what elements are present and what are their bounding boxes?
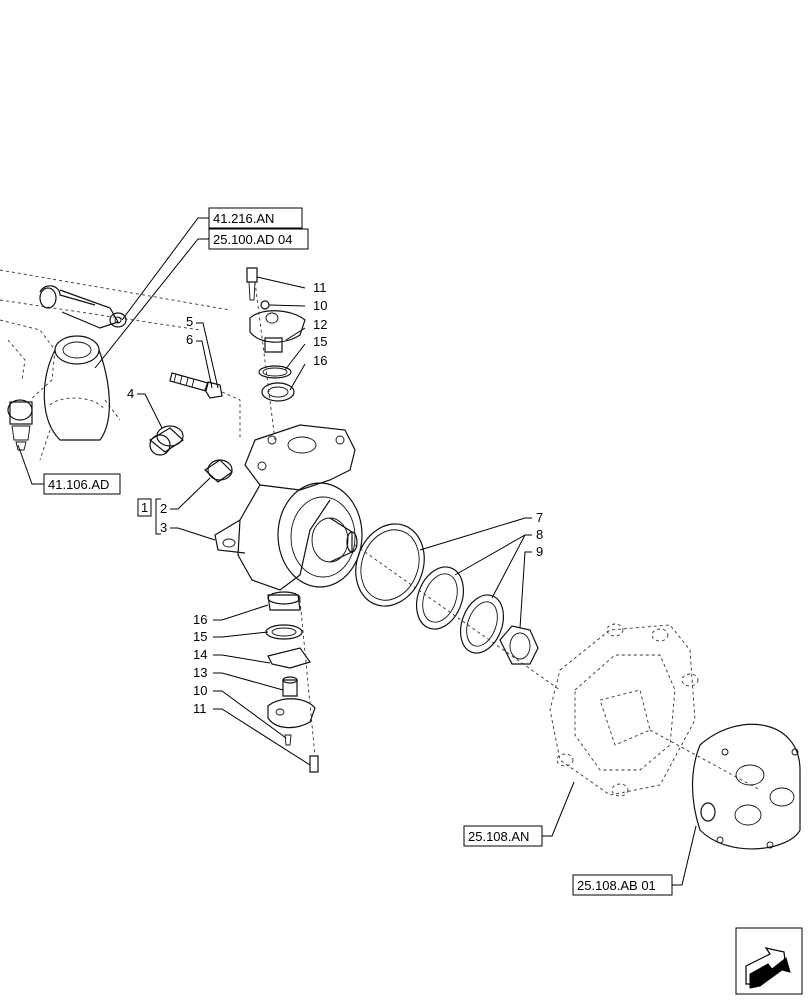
callout-number: 13 — [193, 665, 207, 680]
callout-number: 15 — [193, 629, 207, 644]
callout-1-2-3: 1 2 3 — [137, 477, 216, 541]
reference-box-25-108-an[interactable]: 25.108.AN — [463, 825, 543, 847]
callout-11-top: 11 — [256, 276, 327, 295]
callout-4: 4 — [127, 386, 163, 429]
reference-label-25-100-ad-04: 25.100.AD 04 — [213, 232, 293, 247]
callout-number: 10 — [193, 683, 207, 698]
callout-number: 5 — [186, 314, 193, 329]
bolt-5-nut-6 — [169, 372, 241, 440]
callout-number: 2 — [160, 501, 167, 516]
callout-9: 9 — [519, 544, 543, 629]
callout-number: 16 — [193, 612, 207, 627]
reference-label-41-106-ad: 41.106.AD — [48, 477, 109, 492]
next-page-arrow-icon[interactable] — [735, 927, 803, 995]
callout-number: 15 — [313, 334, 327, 349]
callout-number: 6 — [186, 332, 193, 347]
callout-14: 14 — [193, 647, 271, 664]
callout-15-bottom: 15 — [193, 629, 269, 644]
reference-label-25-108-an: 25.108.AN — [468, 829, 529, 844]
top-kingpin-assembly — [246, 267, 306, 441]
axle-housing — [0, 269, 231, 461]
callout-6: 6 — [186, 332, 213, 389]
reference-label-25-108-ab-01: 25.108.AB 01 — [577, 878, 656, 893]
reference-leaders — [17, 217, 697, 886]
callout-number: 12 — [313, 317, 327, 332]
callout-number: 4 — [127, 386, 134, 401]
callout-15-top: 15 — [284, 334, 327, 371]
callout-number: 7 — [536, 510, 543, 525]
callout-number: 10 — [313, 298, 327, 313]
callout-8: 8 — [454, 527, 543, 599]
wheel-hub — [549, 623, 761, 797]
callout-12: 12 — [285, 317, 327, 341]
callout-16-top: 16 — [289, 353, 327, 391]
callout-7: 7 — [419, 510, 543, 551]
callout-number: 11 — [193, 701, 207, 716]
callout-11-bottom: 11 — [193, 701, 311, 766]
callout-5: 5 — [186, 314, 219, 389]
reference-box-41-216-an[interactable]: 41.216.AN — [208, 207, 303, 229]
callout-number: 8 — [536, 527, 543, 542]
callout-number: 3 — [160, 520, 167, 535]
seal-bearings-nut — [354, 523, 561, 691]
callout-number: 14 — [193, 647, 207, 662]
reference-label-41-216-an: 41.216.AN — [213, 211, 274, 226]
callout-10-top: 10 — [268, 298, 327, 313]
callout-number: 11 — [313, 280, 327, 295]
callout-16-bottom: 16 — [193, 604, 269, 627]
bottom-kingpin-assembly — [265, 599, 319, 773]
reference-box-41-106-ad[interactable]: 41.106.AD — [43, 473, 121, 495]
callout-number: 1 — [141, 500, 148, 515]
reference-box-25-108-ab-01[interactable]: 25.108.AB 01 — [572, 874, 673, 896]
callout-number: 9 — [536, 544, 543, 559]
callout-10-bottom: 10 — [193, 683, 287, 739]
steering-knuckle — [214, 424, 363, 611]
reference-box-25-100-ad-04[interactable]: 25.100.AD 04 — [208, 228, 309, 250]
callout-13: 13 — [193, 665, 284, 691]
planetary-carrier — [691, 723, 801, 850]
bushings-4 — [148, 425, 233, 483]
callout-number: 16 — [313, 353, 327, 368]
